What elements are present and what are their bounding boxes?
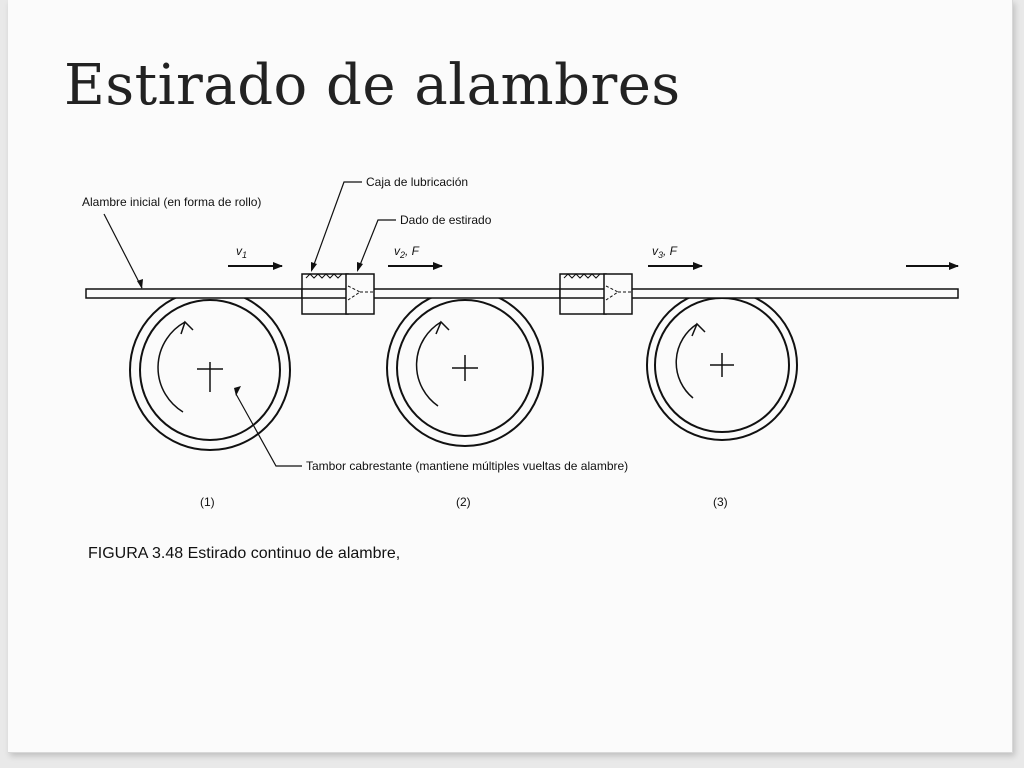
- velocity-label-3: v3, F: [652, 244, 678, 260]
- station-label-1: (1): [200, 495, 215, 509]
- initial-wire-label: Alambre inicial (en forma de rollo): [82, 195, 261, 209]
- capstan-drum-2: [386, 289, 544, 447]
- lube-box-leader: [311, 181, 362, 271]
- drawing-die-1: [345, 273, 375, 315]
- lubrication-box-1: [301, 273, 349, 315]
- initial-wire-leader: [103, 213, 143, 289]
- slide-panel: [8, 0, 1013, 753]
- velocity-label-2: v2, F: [394, 244, 420, 260]
- capstan-leader: [235, 393, 302, 467]
- figure-caption: FIGURA 3.48 Estirado continuo de alambre…: [88, 545, 400, 562]
- drawing-die-2: [603, 273, 633, 315]
- lubrication-box-label: Caja de lubricación: [366, 175, 468, 189]
- die-leader-head: [357, 262, 363, 272]
- station-label-2: (2): [456, 495, 471, 509]
- capstan-leader-head: [234, 386, 241, 396]
- capstan-drum-3: [646, 289, 798, 441]
- station-label-3: (3): [713, 495, 728, 509]
- capstan-drum-1: [129, 289, 291, 451]
- initial-wire-leader-head: [137, 279, 143, 289]
- wire: [85, 288, 959, 299]
- lubrication-box-2: [559, 273, 607, 315]
- velocity-label-1: v1: [236, 244, 247, 260]
- slide-title: Estirado de alambres: [64, 53, 681, 118]
- lube-box-leader-head: [311, 262, 317, 272]
- die-leader: [357, 219, 396, 271]
- drawing-die-label: Dado de estirado: [400, 213, 492, 227]
- capstan-drum-label: Tambor cabrestante (mantiene múltiples v…: [306, 459, 628, 473]
